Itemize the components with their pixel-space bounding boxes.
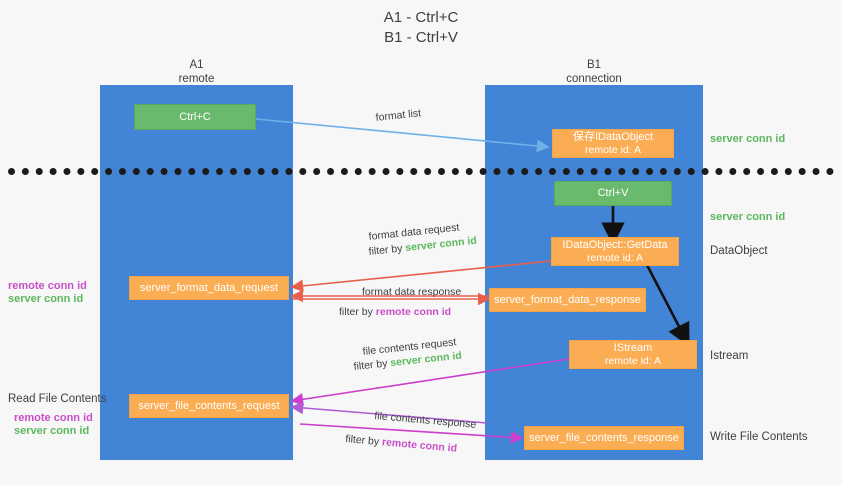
node-server-format-data-response[interactable]: server_format_data_response — [489, 288, 646, 312]
annotation-read-file-contents: Read File Contents — [8, 393, 107, 405]
filter-by-text-1: filter by — [368, 242, 406, 258]
annotation-remote-conn-id-2: remote conn id — [14, 412, 93, 424]
node-istream-remote-id: remote id: A — [604, 354, 662, 367]
node-ctrl-c-label: Ctrl+C — [179, 110, 211, 123]
node-server-file-contents-request-label: server_file_contents_request — [138, 399, 280, 412]
annotation-server-conn-id-mid: server conn id — [710, 211, 786, 223]
node-server-file-contents-response-label: server_file_contents_response — [529, 431, 679, 444]
phase-divider — [8, 168, 834, 175]
node-ctrl-v[interactable]: Ctrl+V — [554, 181, 672, 206]
node-server-format-data-request[interactable]: server_format_data_request — [129, 276, 289, 300]
filter-by-text-4: filter by — [344, 432, 383, 449]
annotation-write-file-contents: Write File Contents — [710, 431, 808, 443]
node-save-idataobject-remote-id: remote id: A — [584, 143, 642, 156]
node-idataobject-getdata[interactable]: IDataObject::GetData remote id: A — [551, 237, 679, 266]
annotation-remote-conn-id-1: remote conn id — [8, 280, 87, 292]
node-server-file-contents-response[interactable]: server_file_contents_response — [524, 426, 684, 450]
annotation-server-conn-id-2: server conn id — [14, 425, 90, 437]
node-idataobject-getdata-label: IDataObject::GetData — [562, 238, 668, 251]
node-server-file-contents-request[interactable]: server_file_contents_request — [129, 394, 289, 418]
lane-header-b1-name: B1 — [586, 59, 602, 71]
annotation-server-conn-id-top: server conn id — [710, 133, 786, 145]
edge-label-file-contents-response: file contents response — [373, 409, 477, 431]
node-ctrl-v-label: Ctrl+V — [597, 187, 629, 199]
lane-header-a1-sub: remote — [178, 73, 215, 85]
node-idataobject-getdata-remote-id: remote id: A — [586, 251, 644, 264]
annotation-server-conn-id-1: server conn id — [8, 293, 84, 305]
node-server-format-data-response-label: server_format_data_response — [494, 293, 641, 306]
node-server-format-data-request-label: server_format_data_request — [139, 281, 279, 294]
lane-header-a1: A1 remote — [100, 58, 293, 86]
node-istream-label: IStream — [613, 341, 653, 354]
node-ctrl-c[interactable]: Ctrl+C — [134, 104, 256, 130]
node-save-idataobject-label: 保存IDataObject — [572, 130, 654, 143]
edge-label-format-list: format list — [375, 107, 422, 124]
title-line-1: A1 - Ctrl+C — [383, 9, 459, 26]
node-save-idataobject[interactable]: 保存IDataObject remote id: A — [552, 129, 674, 158]
page-title: A1 - Ctrl+C B1 - Ctrl+V — [0, 8, 842, 48]
lane-header-b1-sub: connection — [566, 73, 622, 85]
filter-by-text-2: filter by — [339, 306, 376, 318]
edge-label-file-contents-response-filter: filter by remote conn id — [345, 432, 458, 456]
edge-label-format-data-response-filter: filter by remote conn id — [339, 305, 451, 319]
remote-conn-id-text-2: remote conn id — [381, 436, 458, 455]
remote-conn-id-text-1: remote conn id — [375, 306, 452, 318]
edge-label-format-data-response: format data response — [362, 286, 462, 298]
lane-header-b1: B1 connection — [485, 58, 703, 86]
lane-header-a1-name: A1 — [189, 59, 204, 71]
annotation-istream: Istream — [710, 350, 749, 362]
filter-by-text-3: filter by — [353, 357, 391, 373]
node-istream[interactable]: IStream remote id: A — [569, 340, 697, 369]
annotation-dataobject: DataObject — [710, 245, 768, 257]
title-line-2: B1 - Ctrl+V — [384, 29, 458, 46]
